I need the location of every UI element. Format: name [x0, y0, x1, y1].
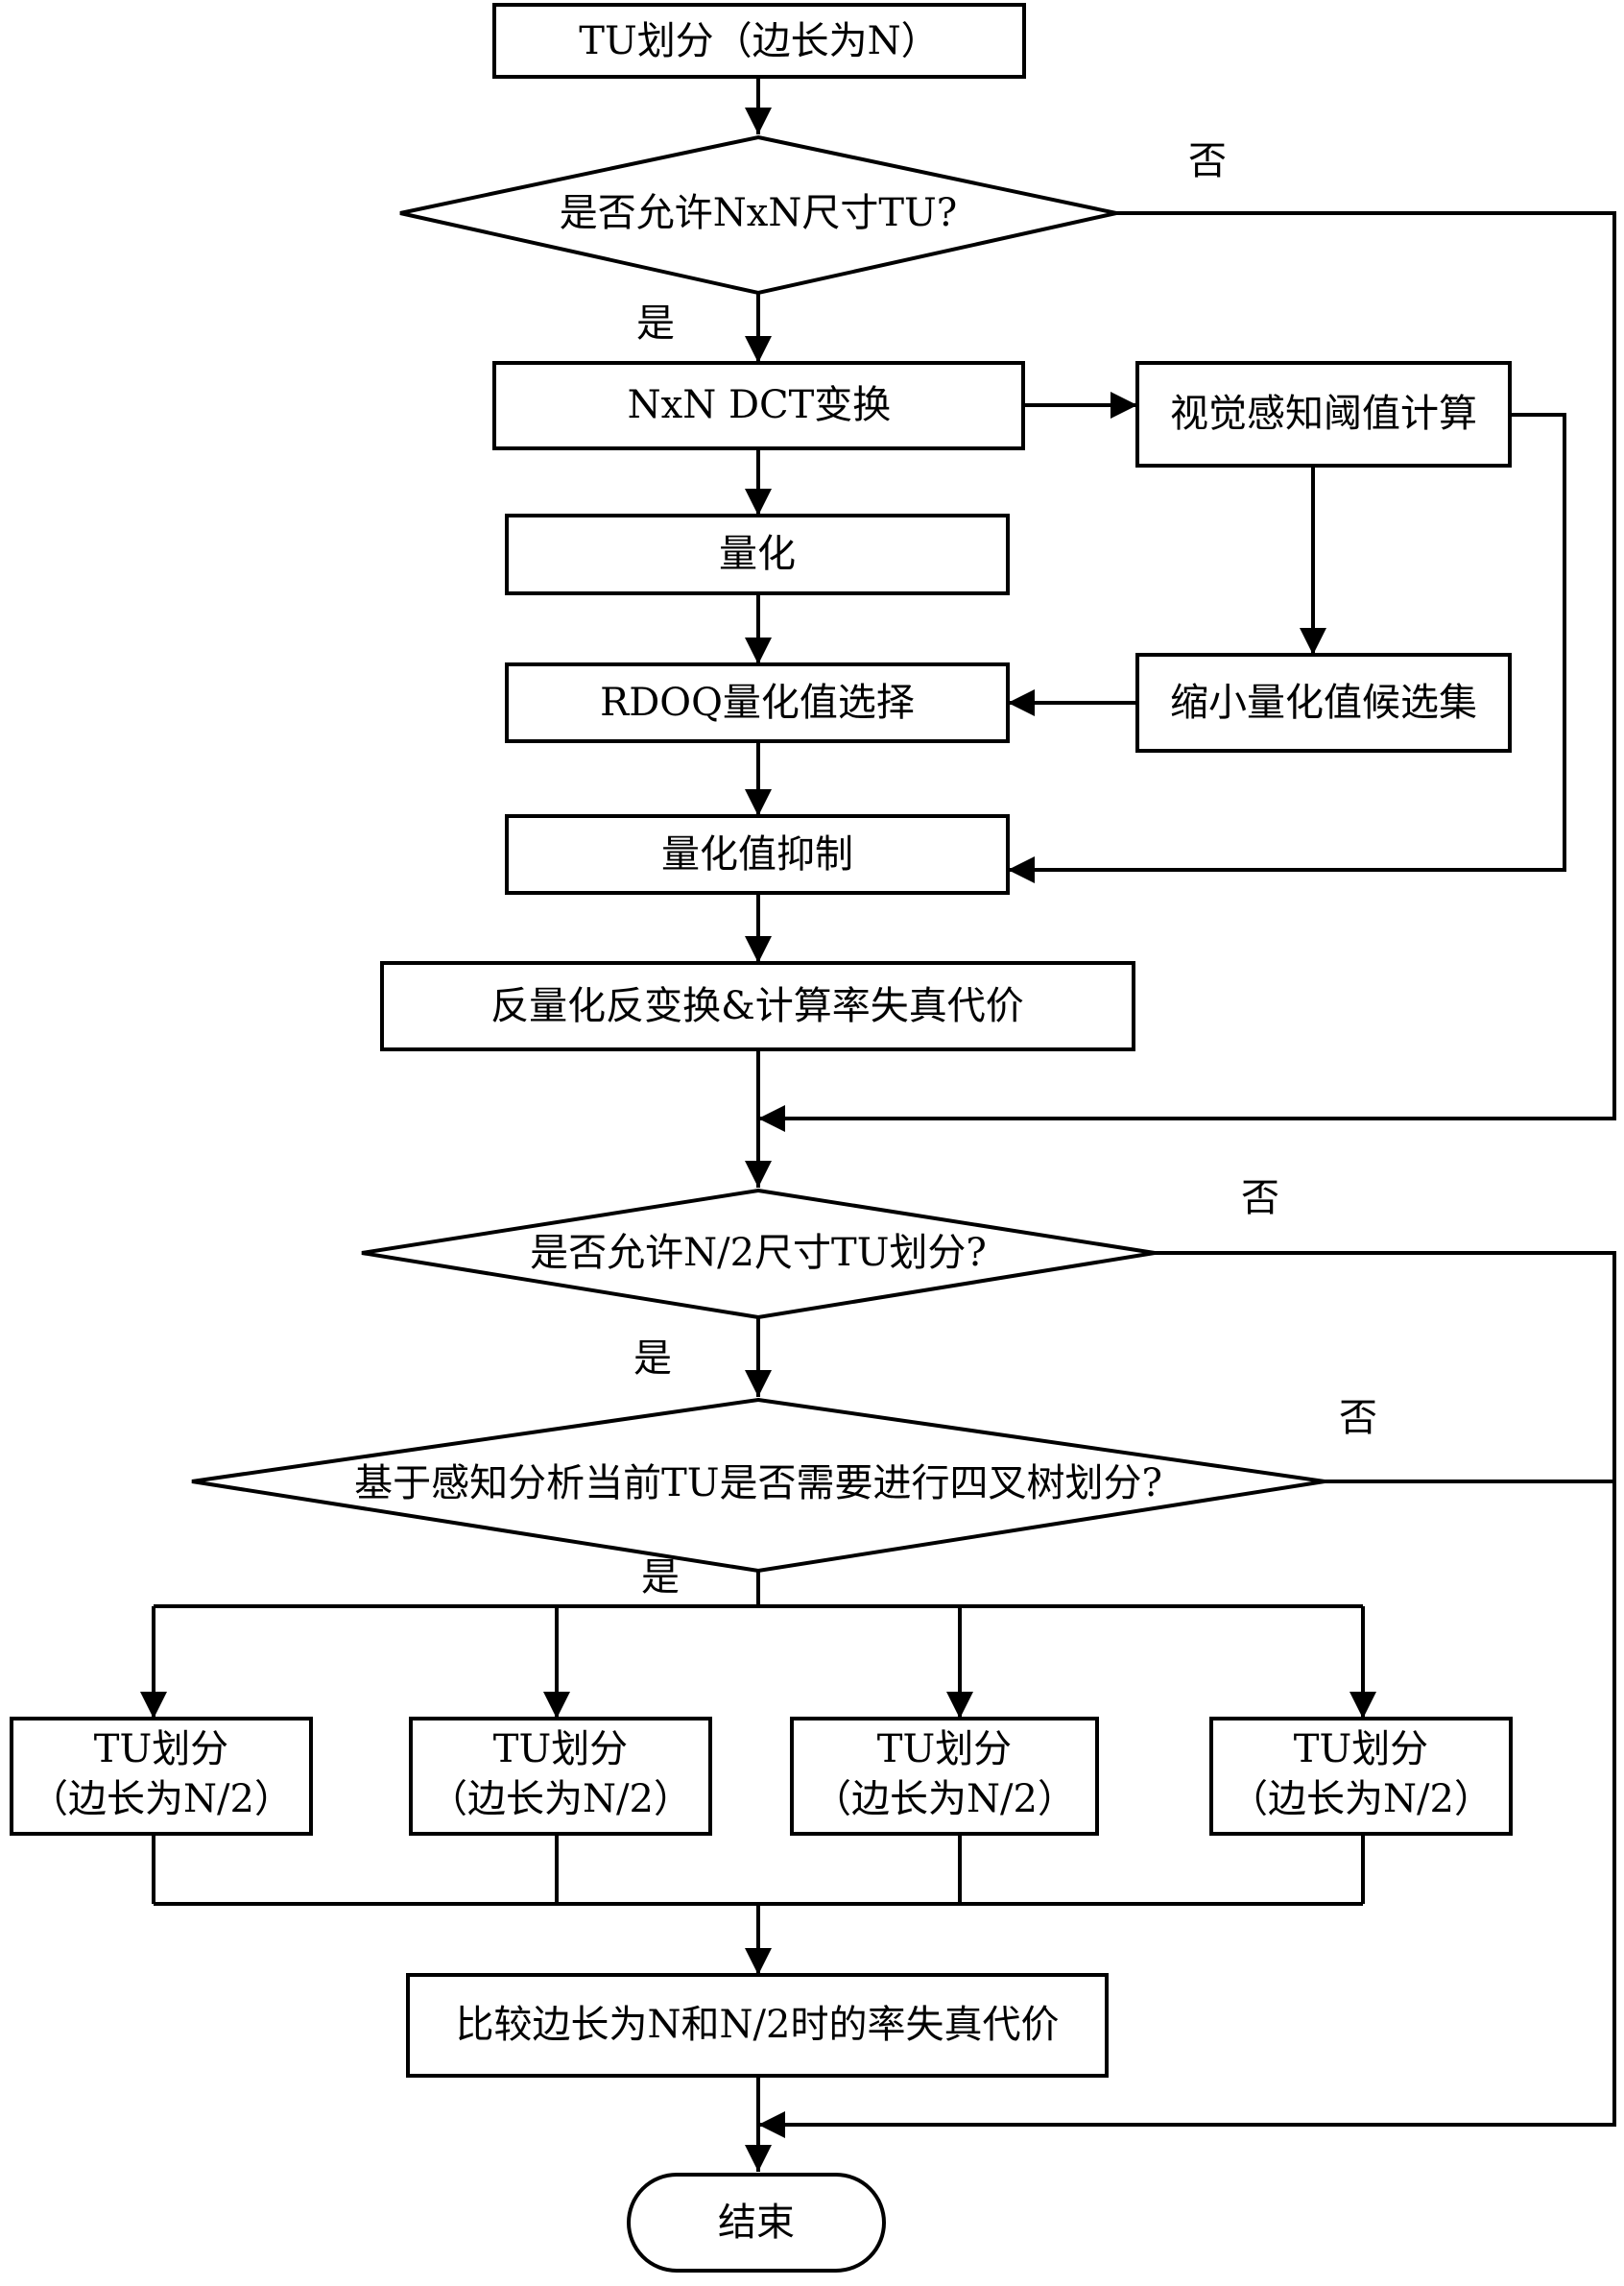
label-no-nxn: 否: [1188, 139, 1227, 183]
node-start-label: TU划分（边长为N）: [579, 19, 939, 63]
node-sub-tu-2: TU划分 （边长为N/2）: [411, 1719, 710, 1834]
node-end-label: 结束: [718, 2201, 795, 2245]
node-decision-nxn-label: 是否允许NxN尺寸TU?: [560, 191, 957, 235]
label-no-half: 否: [1241, 1176, 1279, 1220]
label-yes-quad: 是: [641, 1555, 680, 1600]
node-start: TU划分（边长为N）: [494, 5, 1024, 77]
node-end: 结束: [629, 2175, 884, 2271]
node-decision-half-label: 是否允许N/2尺寸TU划分?: [530, 1231, 987, 1275]
node-rdoq-label: RDOQ量化值选择: [600, 681, 915, 725]
label-no-quad: 否: [1339, 1396, 1377, 1440]
node-rdoq: RDOQ量化值选择: [507, 664, 1008, 741]
node-sub-tu-4-line2: （边长为N/2）: [1230, 1777, 1493, 1821]
node-shrink-label: 缩小量化值候选集: [1170, 681, 1477, 725]
node-decision-half: 是否允许N/2尺寸TU划分?: [362, 1191, 1155, 1317]
node-sub-tu-3-line2: （边长为N/2）: [813, 1777, 1076, 1821]
node-sub-tu-2-line1: TU划分: [493, 1727, 628, 1771]
node-quant-label: 量化: [719, 532, 796, 576]
node-sub-tu-3: TU划分 （边长为N/2）: [792, 1719, 1097, 1834]
node-compare-label: 比较边长为N和N/2时的率失真代价: [456, 2003, 1060, 2047]
node-dequant-label: 反量化反变换&计算率失真代价: [490, 984, 1024, 1028]
node-sub-tu-1-line1: TU划分: [94, 1727, 228, 1771]
node-dct-label: NxN DCT变换: [628, 383, 892, 427]
node-sub-tu-1-line2: （边长为N/2）: [30, 1777, 293, 1821]
node-quant: 量化: [507, 516, 1008, 593]
node-decision-quad-label: 基于感知分析当前TU是否需要进行四叉树划分?: [354, 1461, 1162, 1505]
edge-jnd-to-suppress: [1008, 415, 1564, 870]
node-suppress-label: 量化值抑制: [661, 832, 853, 877]
node-decision-quad: 基于感知分析当前TU是否需要进行四叉树划分?: [192, 1400, 1325, 1571]
node-sub-tu-4-line1: TU划分: [1294, 1727, 1428, 1771]
node-suppress: 量化值抑制: [507, 816, 1008, 893]
node-dct: NxN DCT变换: [494, 363, 1023, 448]
label-yes-half: 是: [633, 1336, 672, 1381]
node-sub-tu-3-line1: TU划分: [877, 1727, 1012, 1771]
node-dequant: 反量化反变换&计算率失真代价: [382, 963, 1134, 1049]
node-sub-tu-4: TU划分 （边长为N/2）: [1211, 1719, 1511, 1834]
node-jnd-label: 视觉感知阈值计算: [1170, 392, 1477, 436]
label-yes-nxn: 是: [636, 301, 675, 346]
node-shrink: 缩小量化值候选集: [1137, 655, 1510, 751]
node-decision-nxn: 是否允许NxN尺寸TU?: [400, 137, 1116, 293]
node-jnd: 视觉感知阈值计算: [1137, 363, 1510, 466]
node-compare: 比较边长为N和N/2时的率失真代价: [408, 1975, 1107, 2076]
node-sub-tu-1: TU划分 （边长为N/2）: [12, 1719, 311, 1834]
node-sub-tu-2-line2: （边长为N/2）: [429, 1777, 692, 1821]
